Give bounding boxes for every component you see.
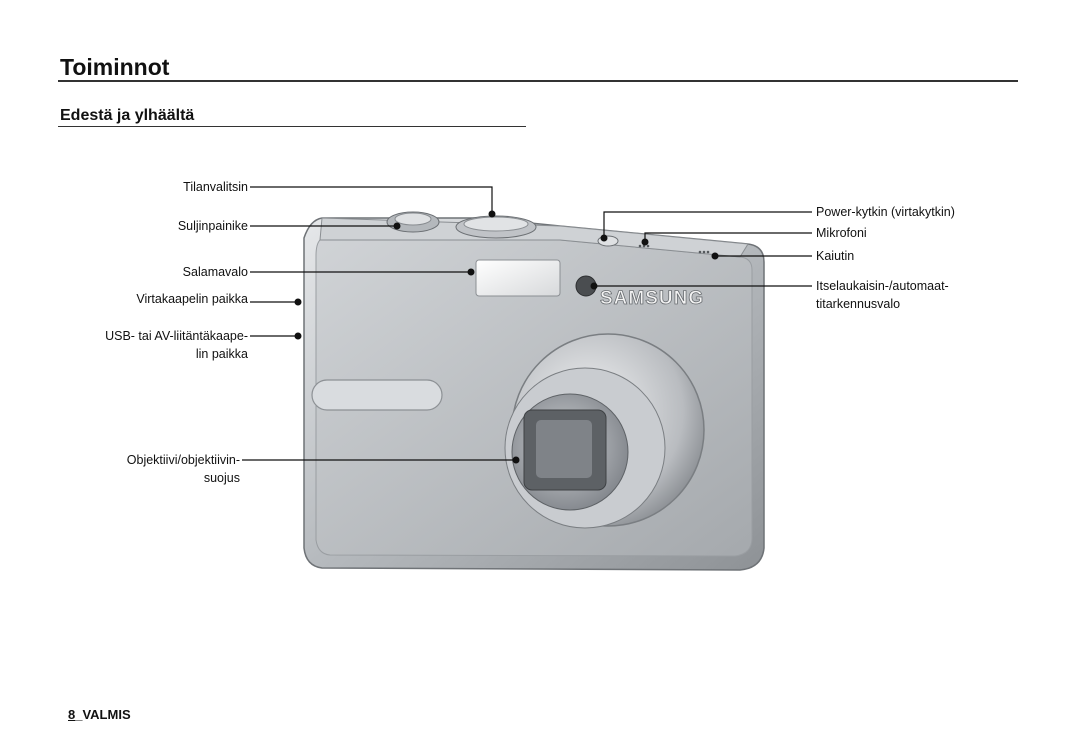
label-shutter-button: Suljinpainike (177, 219, 248, 233)
label-power-cable-port: Virtakaapelin paikka (136, 292, 248, 306)
lens-cover-inner (536, 420, 592, 478)
label-mode-dial: Tilanvalitsin (183, 180, 248, 194)
camera-grip (311, 379, 443, 411)
shutter-button-top (394, 212, 432, 226)
page-number: 8 (68, 707, 76, 722)
label-power-button: Power-kytkin (virtakytkin) (816, 205, 955, 219)
label-self-timer-lamp: Itselaukaisin-/automaat- titarkennusvalo (816, 279, 949, 311)
label-usb-av-port: USB- tai AV-liitäntäkaape- lin paikka (105, 329, 248, 361)
label-flash: Salamavalo (182, 265, 248, 279)
flash-window (475, 259, 561, 297)
title-rule (58, 80, 1018, 82)
subtitle-rule (58, 126, 526, 127)
footer-section: _VALMIS (75, 707, 131, 722)
speaker-holes (698, 250, 710, 254)
label-microphone: Mikrofoni (816, 226, 867, 240)
page-footer: 8_VALMIS (68, 707, 131, 722)
section-subtitle: Edestä ja ylhäältä (60, 107, 195, 124)
brand-logo: SAMSUNG (600, 288, 704, 309)
page-title: Toiminnot (60, 54, 170, 80)
mode-dial-top (463, 216, 529, 232)
label-lens-cover: Objektiivi/objektiivin- suojus (126, 453, 240, 485)
left-callout-lines (242, 186, 516, 461)
right-callout-dots (590, 234, 719, 290)
left-callout-dots (294, 210, 520, 464)
label-speaker: Kaiutin (816, 249, 855, 263)
